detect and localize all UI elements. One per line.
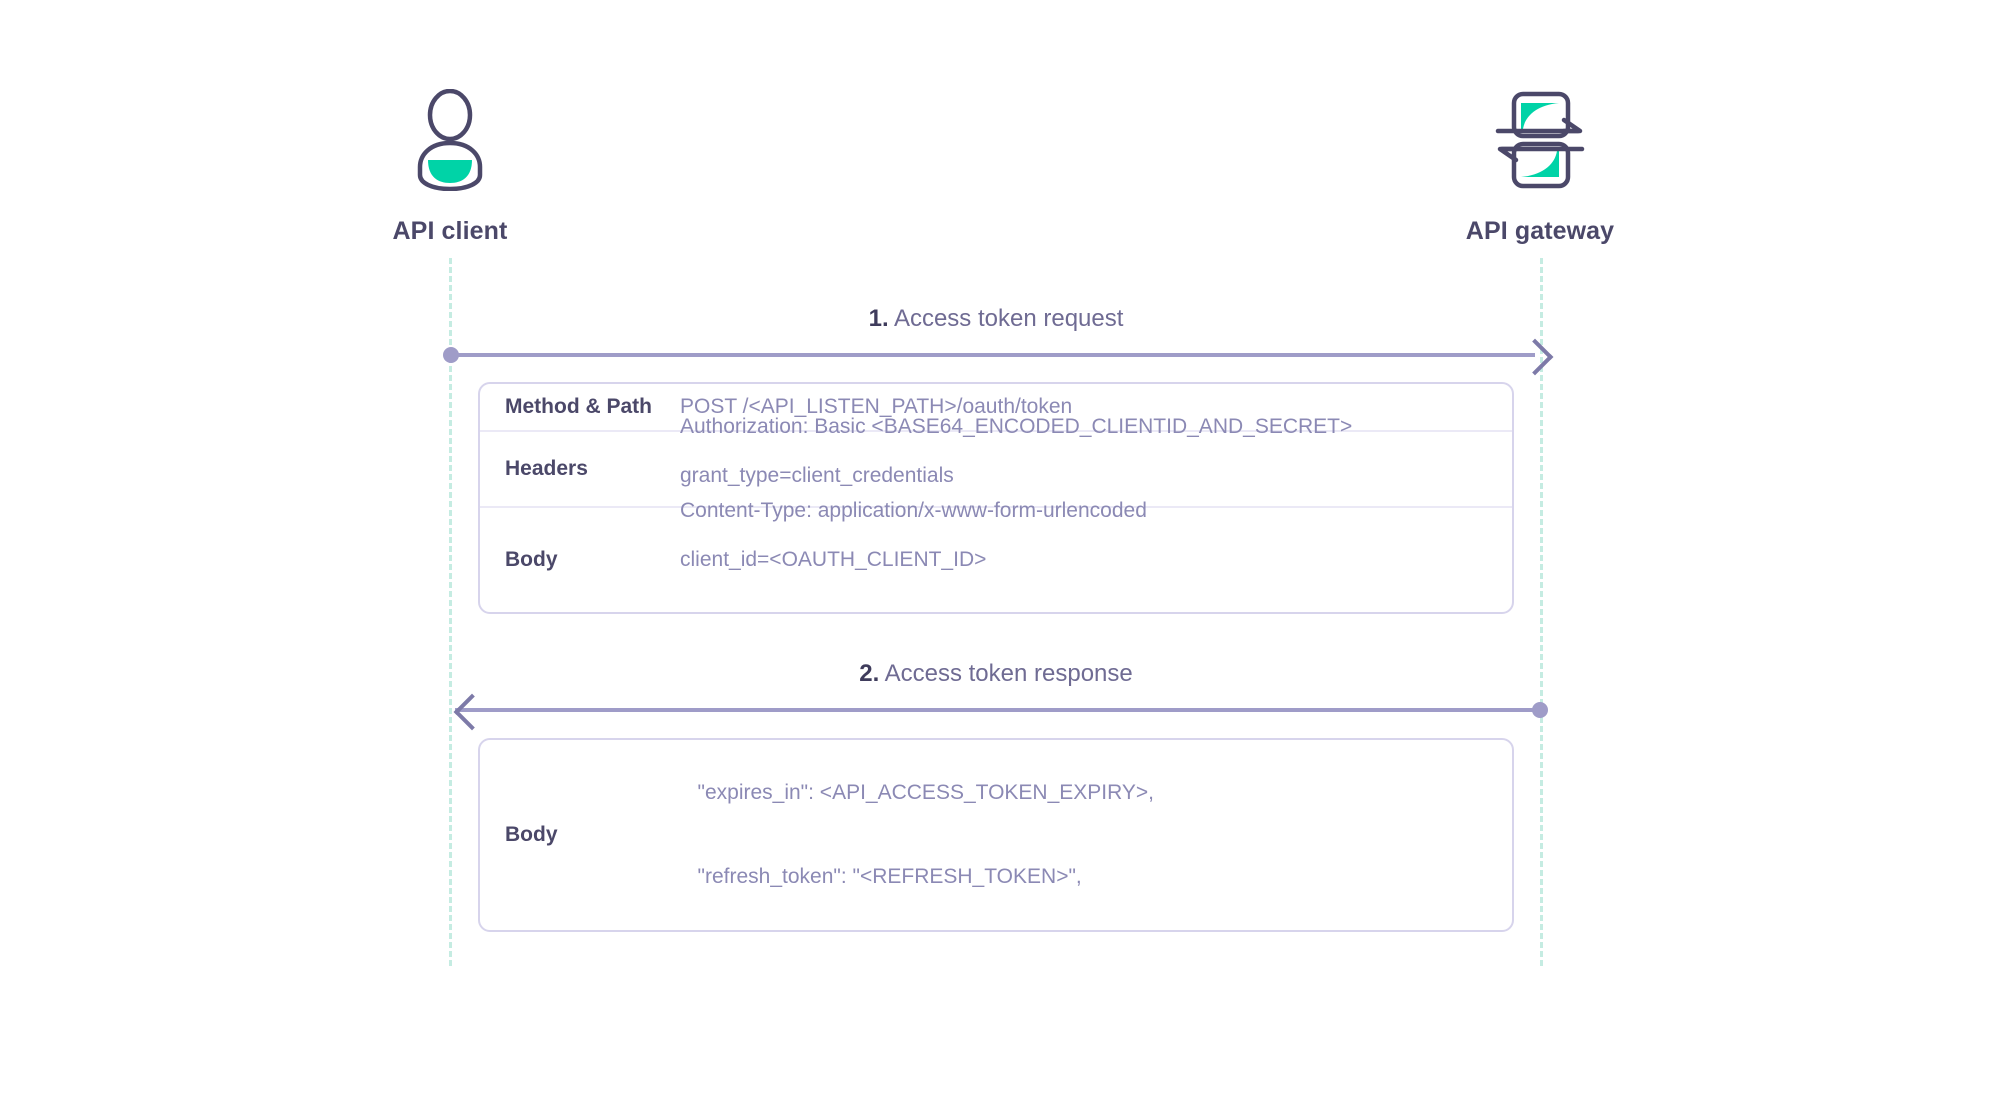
message-label-2: 2. Access token response xyxy=(450,660,1542,688)
request-detail-table: Method & Path POST /<API_LISTEN_PATH>/oa… xyxy=(478,382,1514,614)
message-label-1: 1. Access token request xyxy=(450,305,1542,333)
gateway-exchange-icon xyxy=(1390,85,1690,195)
arrow-line-2 xyxy=(455,708,1539,712)
response-detail-table: Body { "access_token": "<API_ACCESS_TOKE… xyxy=(478,738,1514,932)
user-icon xyxy=(300,85,600,195)
message-step-number: 1. xyxy=(868,305,889,332)
arrow-origin-dot-2 xyxy=(1532,702,1548,718)
table-row: Body { "access_token": "<API_ACCESS_TOKE… xyxy=(480,740,1512,930)
arrow-head-1 xyxy=(1516,338,1554,376)
row-label: Method & Path xyxy=(505,395,652,418)
actor-label: API gateway xyxy=(1465,217,1615,245)
actor-label: API client xyxy=(392,217,508,245)
row-value: Authorization: Basic <BASE64_ENCODED_CLI… xyxy=(680,415,1353,522)
table-row: Body grant_type=client_credentials clien… xyxy=(480,464,1512,612)
row-label: Body xyxy=(505,823,558,846)
lifeline-api-client xyxy=(449,258,452,966)
message-text: Access token response xyxy=(884,660,1133,687)
arrow-line-1 xyxy=(451,353,1535,357)
row-label: Headers xyxy=(505,457,588,480)
table-row: Headers Authorization: Basic <BASE64_ENC… xyxy=(480,415,1512,522)
actor-api-gateway: API gateway xyxy=(1390,85,1690,246)
row-value: POST /<API_LISTEN_PATH>/oauth/token xyxy=(680,395,1073,418)
message-text: Access token request xyxy=(893,305,1124,332)
row-value: { "access_token": "<API_ACCESS_TOKEN>", … xyxy=(680,781,1155,888)
row-label: Body xyxy=(505,548,558,571)
message-step-number: 2. xyxy=(859,660,880,687)
table-row: Method & Path POST /<API_LISTEN_PATH>/oa… xyxy=(480,384,1512,432)
arrow-head-2 xyxy=(453,693,491,731)
row-value: grant_type=client_credentials client_id=… xyxy=(680,464,987,571)
actor-api-client: API client xyxy=(300,85,600,246)
lifeline-api-gateway xyxy=(1540,258,1543,966)
